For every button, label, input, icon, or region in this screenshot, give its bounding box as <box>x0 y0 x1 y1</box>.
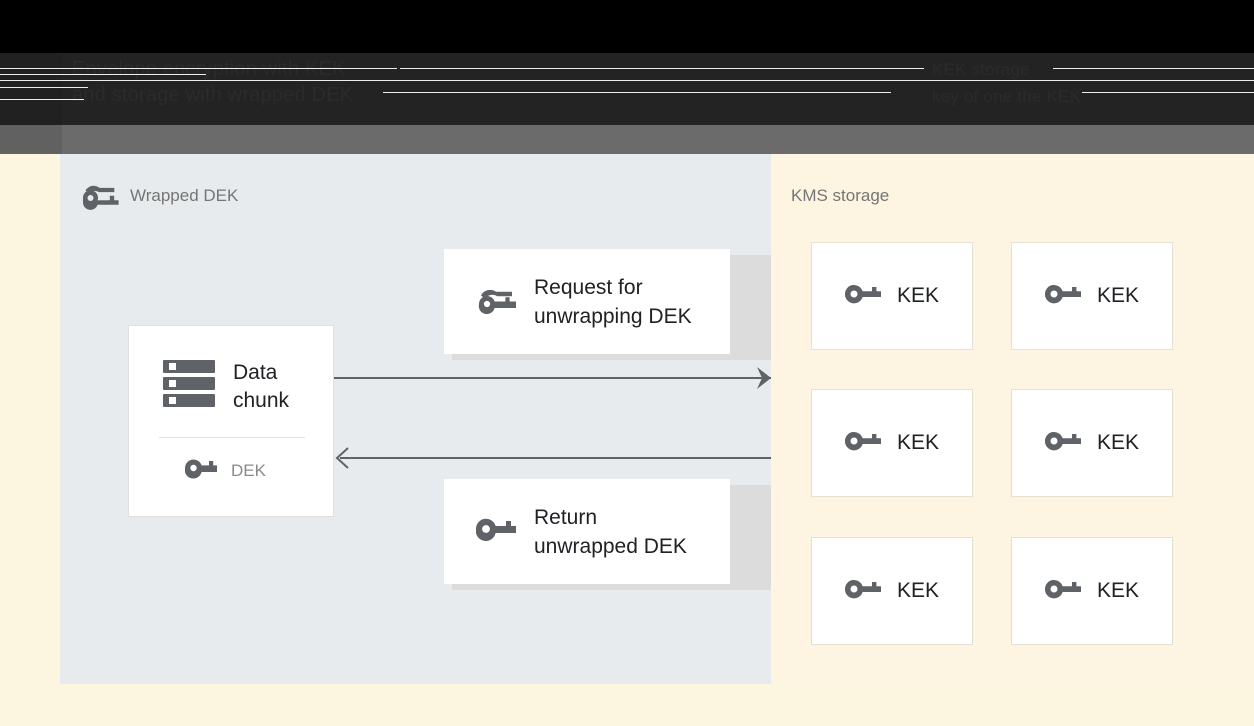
header-title-line2: and storage with wrapped DEK <box>72 84 354 106</box>
wrapped-key-icon <box>79 179 119 211</box>
request-unwrap-card[interactable]: Request for unwrapping DEK <box>444 249 730 354</box>
key-icon <box>1044 282 1081 311</box>
header-rule <box>1053 68 1254 69</box>
header-right-caption: KEK storage key of one the KEK <box>932 56 1081 110</box>
request-card-text: Request for unwrapping DEK <box>534 275 692 328</box>
key-icon <box>475 515 516 548</box>
kek-label: KEK <box>896 579 940 602</box>
kek-card[interactable]: KEK <box>811 537 973 645</box>
arrow-request-line <box>334 377 771 379</box>
header-dark-band-inner <box>62 53 1254 125</box>
data-chunk-card[interactable]: Data chunk DEK <box>128 325 334 517</box>
header-right-line2: key of one the KEK <box>932 87 1082 106</box>
key-icon <box>844 577 881 606</box>
kek-card[interactable]: KEK <box>811 389 973 497</box>
key-icon <box>844 282 881 311</box>
kek-label: KEK <box>1096 431 1140 454</box>
request-card-content: Request for unwrapping DEK <box>444 249 730 354</box>
header-grey-band-inner <box>62 125 1254 154</box>
header-right-line1: KEK storage <box>932 60 1030 79</box>
arrow-return-head-icon <box>333 447 349 469</box>
data-chunk-dek-row: DEK <box>129 457 333 484</box>
kek-card[interactable]: KEK <box>1011 537 1173 645</box>
kms-storage-label: KMS storage <box>791 186 890 205</box>
header-rule <box>1082 92 1254 93</box>
key-icon <box>1044 577 1081 606</box>
key-icon <box>1044 429 1081 458</box>
arrow-request-head-icon <box>757 367 773 389</box>
header-rule <box>0 80 1254 81</box>
kek-label: KEK <box>896 284 940 307</box>
wrapped-key-icon <box>476 282 516 321</box>
header-rule <box>0 74 206 75</box>
data-chunk-icon <box>161 358 217 415</box>
return-card-content: Return unwrapped DEK <box>444 479 730 584</box>
return-card-text: Return unwrapped DEK <box>534 505 687 558</box>
return-unwrapped-card[interactable]: Return unwrapped DEK <box>444 479 730 584</box>
arrow-return-line <box>340 457 771 459</box>
header-title: Envelope encryption with KEK and storage … <box>72 56 353 108</box>
data-chunk-title: Data chunk <box>233 360 290 412</box>
kek-card[interactable]: KEK <box>811 242 973 350</box>
key-icon <box>184 457 217 484</box>
header-rule <box>0 99 84 100</box>
header-rule <box>400 68 924 69</box>
kek-card[interactable]: KEK <box>1011 242 1173 350</box>
kek-card[interactable]: KEK <box>1011 389 1173 497</box>
header-title-line1: Envelope encryption with KEK <box>72 58 346 80</box>
header-rule <box>0 68 397 69</box>
data-chunk-header: Data chunk <box>129 358 333 415</box>
kek-label: KEK <box>1096 579 1140 602</box>
top-black-bar <box>0 0 1254 53</box>
header-rule <box>0 87 88 88</box>
key-icon <box>844 429 881 458</box>
dek-label: DEK <box>231 460 266 480</box>
kek-label: KEK <box>896 431 940 454</box>
header-rule <box>383 92 891 93</box>
kek-label: KEK <box>1096 284 1140 307</box>
card-divider <box>159 437 305 438</box>
wrapped-dek-label: Wrapped DEK <box>130 186 239 205</box>
